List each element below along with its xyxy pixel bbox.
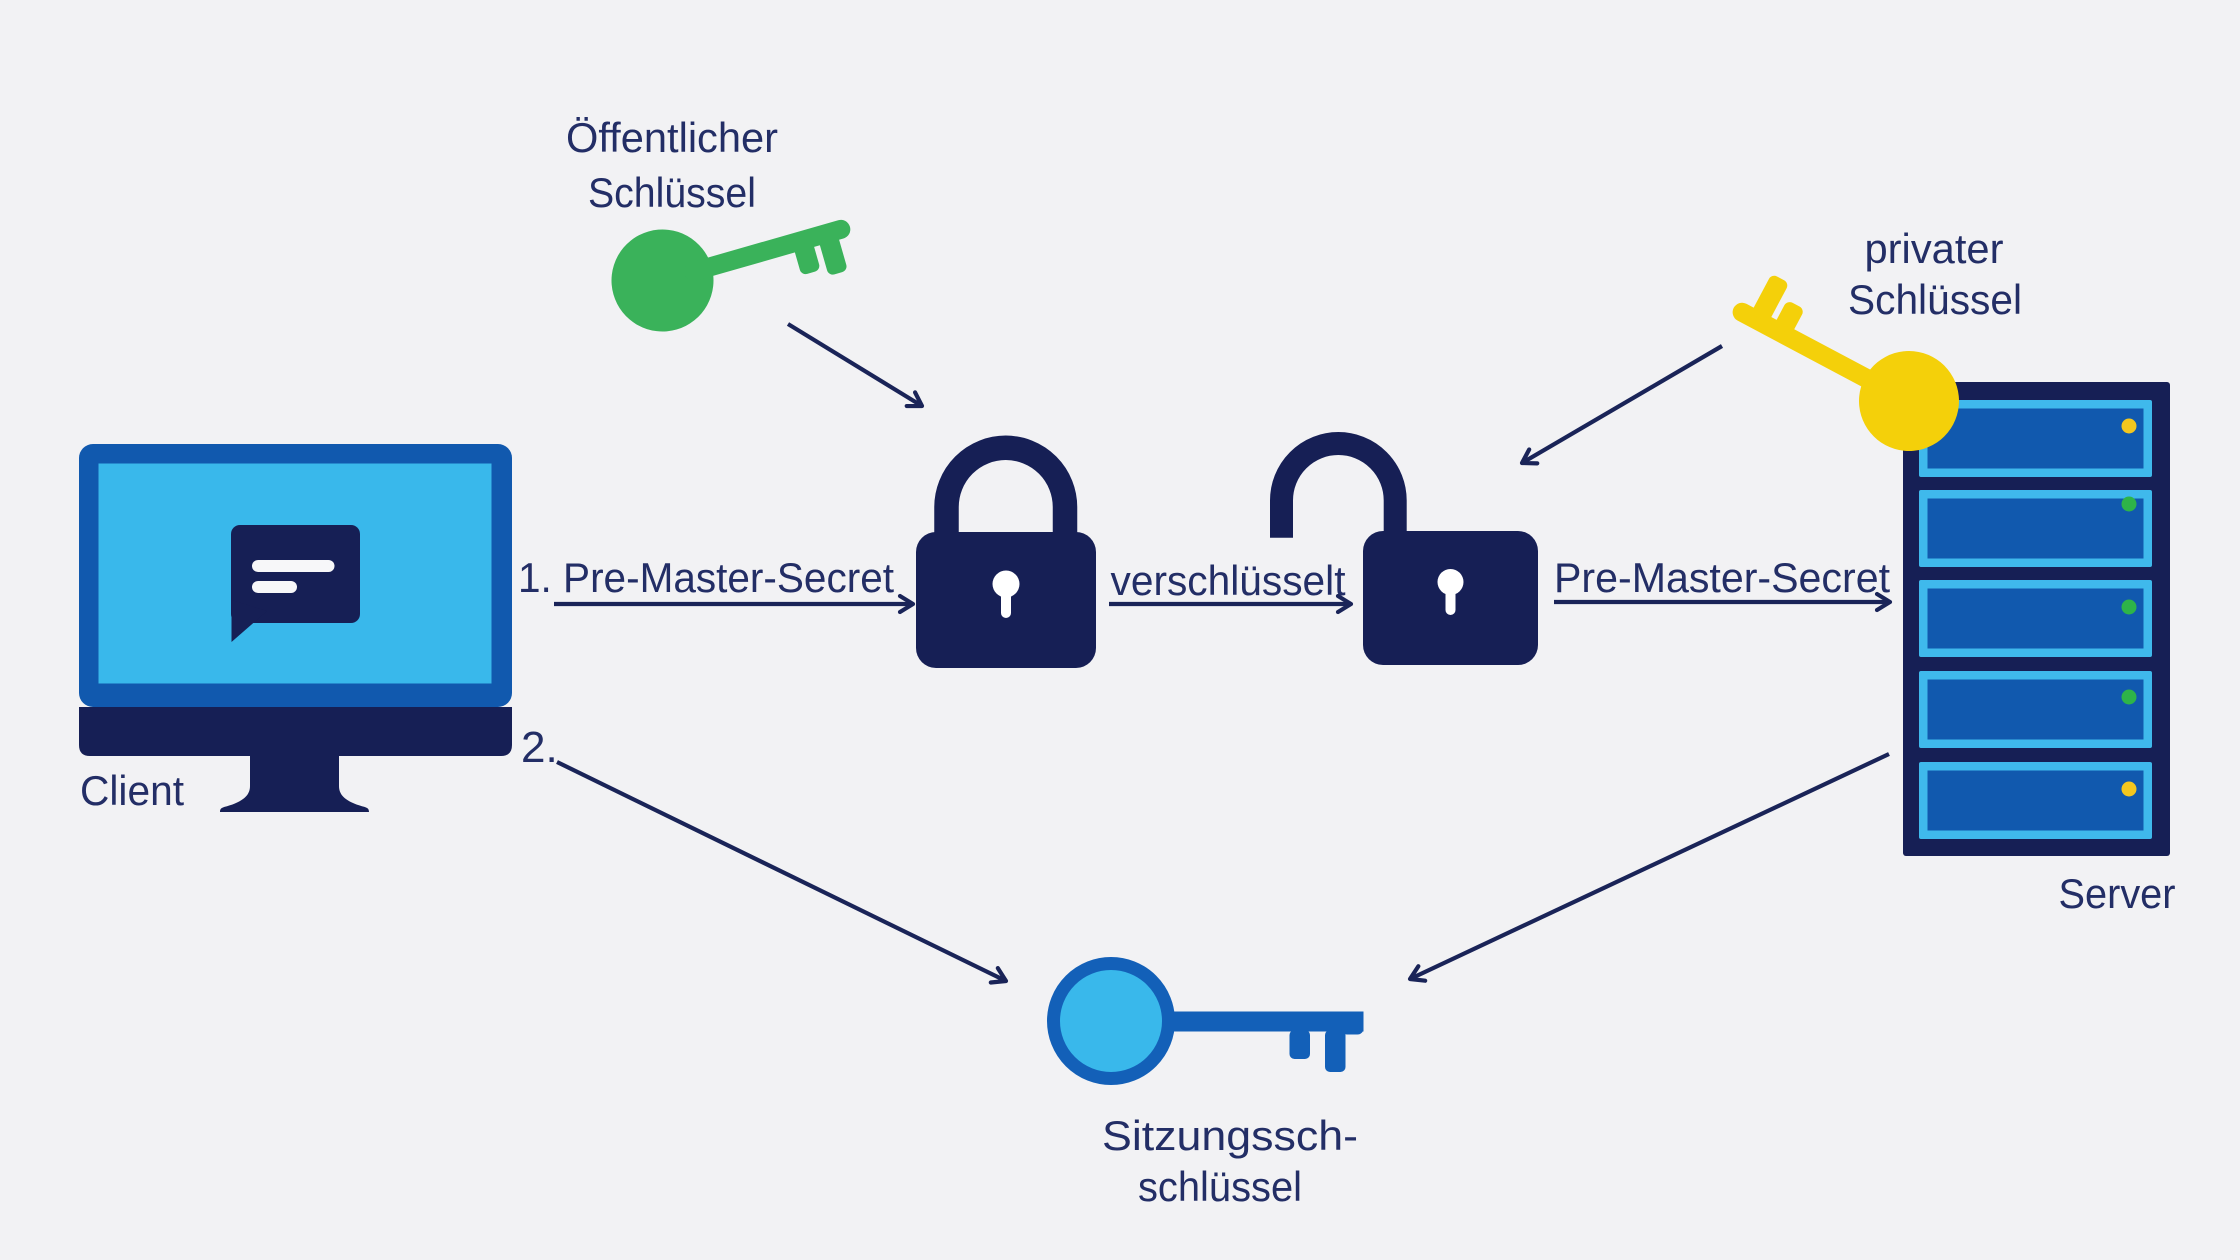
svg-text:Client: Client [80,767,184,814]
svg-text:Schlüssel: Schlüssel [588,169,756,216]
svg-text:verschlüsselt: verschlüsselt [1111,557,1346,604]
svg-text:Sitzungssch-: Sitzungssch- [1102,1112,1358,1159]
svg-text:schlüssel: schlüssel [1138,1163,1302,1210]
svg-text:Öffentlicher: Öffentlicher [566,114,778,161]
svg-text:privater: privater [1865,225,2004,272]
svg-text:Pre-Master-Secret: Pre-Master-Secret [1554,554,1890,601]
svg-text:1. Pre-Master-Secret: 1. Pre-Master-Secret [518,554,894,601]
svg-text:2.: 2. [521,723,558,772]
svg-text:Schlüssel: Schlüssel [1848,276,2022,323]
svg-text:Server: Server [2059,870,2176,917]
